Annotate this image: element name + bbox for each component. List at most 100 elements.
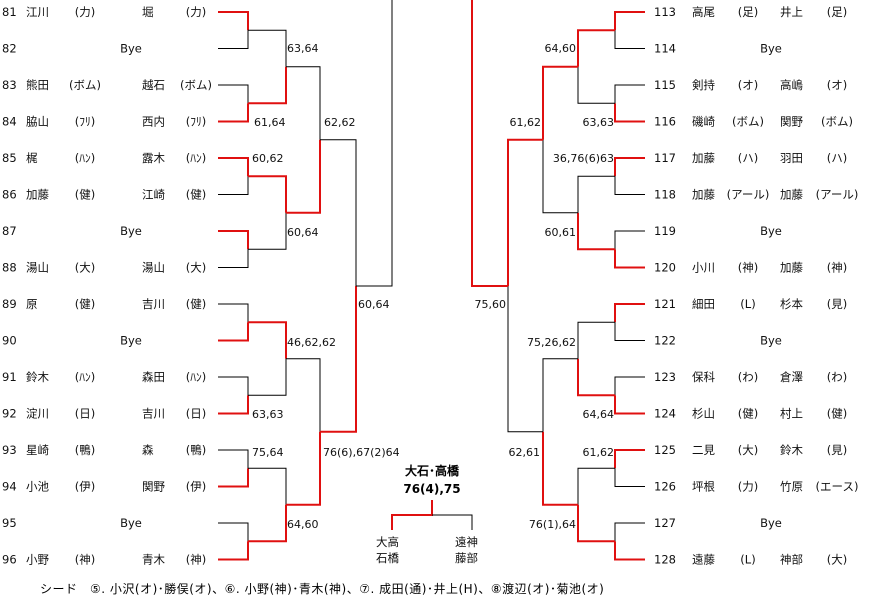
entry-bye: Bye	[760, 334, 782, 348]
entry-team2: (神)	[827, 261, 847, 275]
score-label: 61,62	[583, 446, 615, 459]
entry-number: 116	[654, 115, 676, 129]
entry-number: 124	[654, 407, 676, 421]
entry-number: 127	[654, 516, 676, 530]
bracket-line	[577, 175, 615, 213]
bracket-line	[218, 249, 249, 268]
bracket-line	[614, 157, 645, 177]
entry-team2: (ボム)	[821, 115, 853, 129]
bracket-line	[507, 138, 543, 286]
bracket-line	[614, 395, 645, 415]
score-label: 62,62	[324, 116, 356, 129]
score-label: 75,26,62	[527, 336, 576, 349]
bracket-line	[471, 0, 508, 287]
bracket-line	[248, 358, 287, 396]
entry-team1: (足)	[738, 5, 758, 19]
entry-number: 82	[2, 42, 17, 56]
bracket-line	[577, 358, 615, 397]
bracket-line	[218, 230, 249, 250]
bracket-line	[614, 541, 645, 561]
bracket-line	[248, 212, 287, 250]
entry-number: 128	[654, 553, 676, 567]
final-right-line1: 遠神	[455, 535, 478, 549]
entry-player1: 細田	[692, 297, 715, 311]
entry-team1: (オ)	[738, 78, 758, 92]
bracket-line	[286, 139, 321, 214]
entry-bye: Bye	[760, 224, 782, 238]
final-left-line2: 石橋	[376, 551, 399, 565]
entry-team2: (大)	[827, 553, 847, 567]
entry-player2: 杉本	[780, 297, 803, 311]
entry-number: 122	[654, 334, 676, 348]
final-line	[391, 500, 433, 530]
score-label: 63,63	[252, 408, 284, 421]
entry-player1: 二見	[692, 443, 715, 457]
entry-player1: 脇山	[26, 115, 49, 129]
entry-number: 119	[654, 224, 676, 238]
entry-team1: (大)	[738, 443, 758, 457]
score-label: 61,62	[510, 116, 542, 129]
entry-player2: 森	[142, 443, 154, 457]
bracket-line	[286, 431, 321, 506]
entry-team1: (健)	[738, 407, 758, 421]
entry-player2: 加藤	[780, 261, 803, 275]
score-label: 60,64	[358, 298, 390, 311]
entry-number: 117	[654, 151, 676, 165]
bracket-line	[218, 395, 249, 415]
entry-team2: (ﾊﾝ)	[186, 370, 206, 384]
entry-player1: 江川	[26, 5, 49, 19]
bracket-line	[614, 376, 645, 396]
entry-team1: (ボム)	[69, 78, 101, 92]
entry-bye: Bye	[120, 224, 142, 238]
entry-team1: (力)	[738, 480, 758, 494]
score-label: 36,76(6)63	[553, 152, 614, 165]
entry-player2: 高嶋	[780, 78, 803, 92]
entry-team1: (ﾊﾝ)	[75, 370, 95, 384]
score-label: 60,62	[252, 152, 284, 165]
score-label: 75,60	[475, 298, 507, 311]
entry-team1: (鴨)	[75, 443, 95, 457]
entry-team2: (大)	[186, 261, 206, 275]
final-winner: 大石･高橋	[405, 463, 460, 478]
entry-player1: 剣持	[692, 78, 715, 92]
entry-number: 120	[654, 261, 676, 275]
entry-number: 92	[2, 407, 17, 421]
bracket-line	[614, 11, 645, 31]
bracket-line	[542, 431, 578, 506]
entry-player1: 加藤	[692, 151, 715, 165]
bracket-line	[614, 322, 645, 341]
entry-player1: 熊田	[26, 78, 49, 92]
bracket-line	[542, 358, 578, 432]
bracket-line	[507, 286, 543, 433]
bracket-line	[248, 66, 287, 105]
entry-number: 93	[2, 443, 17, 457]
entry-number: 89	[2, 297, 17, 311]
entry-number: 96	[2, 553, 17, 567]
entry-player1: 梶	[26, 151, 38, 165]
entry-number: 91	[2, 370, 17, 384]
entry-team2: (ボム)	[180, 78, 212, 92]
entry-team1: (ﾌﾘ)	[75, 115, 95, 129]
entry-player2: 堀	[142, 5, 154, 19]
entry-player1: 高尾	[692, 5, 715, 19]
entry-player1: 加藤	[26, 188, 49, 202]
entry-team1: (大)	[75, 261, 95, 275]
entry-bye: Bye	[120, 334, 142, 348]
entry-team1: (健)	[75, 297, 95, 311]
entry-number: 123	[654, 370, 676, 384]
bracket-lines	[218, 0, 645, 561]
bracket-line	[218, 449, 249, 469]
entry-player2: 関野	[142, 480, 165, 494]
entry-team2: (オ)	[827, 78, 847, 92]
bracket-line	[218, 541, 249, 561]
entry-player2: 西内	[142, 115, 165, 129]
entry-number: 88	[2, 261, 17, 275]
entry-team2: (ﾌﾘ)	[186, 115, 206, 129]
bracket-line	[218, 103, 249, 123]
entry-team1: (ハ)	[738, 151, 758, 165]
entry-player2: 露木	[142, 151, 165, 165]
entry-team2: (健)	[186, 297, 206, 311]
entry-team2: (見)	[827, 443, 847, 457]
bracket-line	[577, 212, 615, 251]
final-line	[432, 514, 473, 530]
